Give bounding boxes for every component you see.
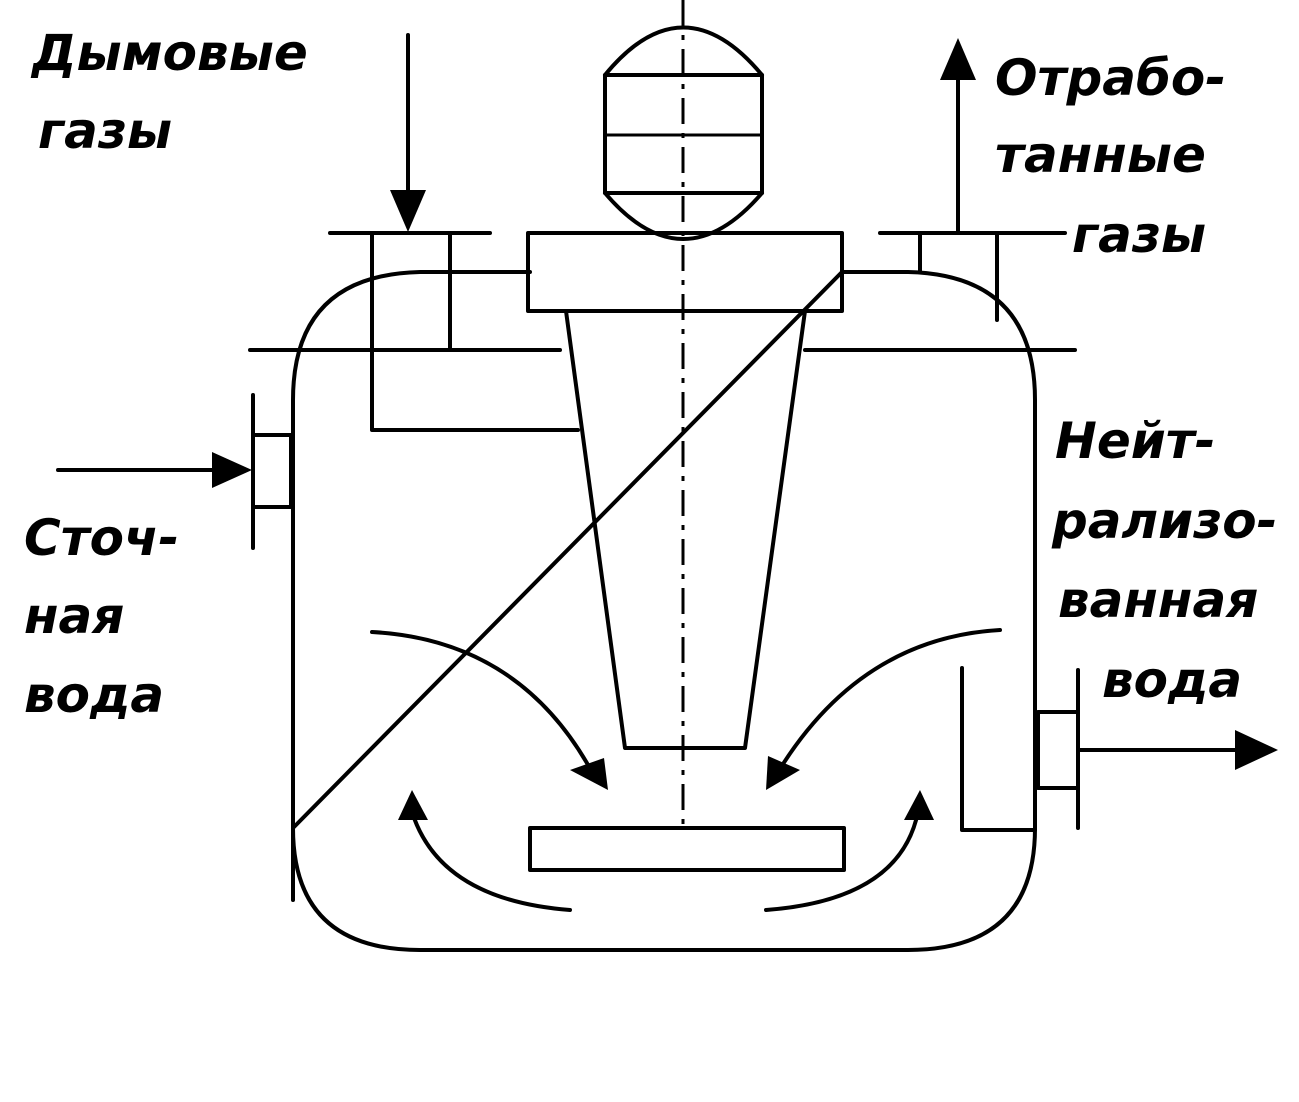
flow-arrow-lower-left — [410, 810, 572, 912]
label-exhaust-gas-line-3: газы — [1072, 206, 1206, 264]
label-flue-gas: Дымовые газы — [30, 24, 308, 160]
waste-water-inlet — [56, 393, 293, 550]
motor-dome-bottom — [603, 191, 764, 241]
flow-arrow-lower-right-head — [904, 790, 934, 820]
inlet-duct-outer — [370, 231, 580, 432]
label-waste-water: Сточ- ная вода — [24, 509, 179, 724]
label-neutralized-water-line-4: вода — [1102, 651, 1242, 709]
waste-water-arrow-head — [212, 452, 252, 488]
flow-arrow-upper-left-head — [570, 758, 608, 790]
label-flue-gas-line-1: Дымовые — [30, 24, 308, 82]
inlet-duct-inner — [448, 231, 530, 352]
flow-arrow-upper-right — [776, 628, 1002, 774]
exhaust-arrow-head — [940, 38, 976, 80]
flow-arrow-upper-right-head — [766, 756, 800, 790]
label-neutralized-water-line-1: Нейт- — [1055, 412, 1216, 470]
motor — [603, 25, 764, 241]
label-neutralized-water: Нейт- рализо- ванная вода — [1051, 412, 1277, 709]
label-exhaust-gas-line-1: Отрабо- — [995, 49, 1226, 107]
outlet-nozzle — [1036, 710, 1080, 790]
label-neutralized-water-line-2: рализо- — [1051, 492, 1277, 550]
circulation-flows — [370, 628, 1002, 912]
neutralized-water-outlet — [960, 666, 1278, 832]
label-waste-water-line-3: вода — [24, 666, 164, 724]
inlet-nozzle — [251, 433, 293, 509]
impeller-plate — [528, 826, 846, 872]
outlet-duct — [918, 231, 999, 322]
label-flue-gas-line-2: газы — [38, 102, 172, 160]
flow-arrow-lower-left-head — [398, 790, 428, 820]
label-neutralized-water-line-3: ванная — [1058, 571, 1258, 629]
flow-arrow-upper-left — [370, 630, 594, 774]
label-exhaust-gas-line-2: танные — [995, 126, 1206, 184]
label-exhaust-gas: Отрабо- танные газы — [995, 49, 1226, 264]
neutralized-water-arrow-head — [1235, 730, 1278, 770]
conical-diffuser — [564, 309, 807, 750]
flue-gas-inlet — [248, 33, 580, 432]
flow-arrow-lower-right — [764, 810, 920, 912]
vessel-body — [291, 270, 1037, 952]
exhaust-gas-outlet — [803, 38, 1077, 352]
label-waste-water-line-1: Сточ- — [24, 509, 179, 567]
motor-dome-top — [603, 25, 764, 77]
label-waste-water-line-2: ная — [24, 587, 124, 645]
top-flange — [526, 231, 844, 313]
flue-gas-arrow-head — [390, 190, 426, 232]
overflow-weir — [960, 666, 1037, 832]
